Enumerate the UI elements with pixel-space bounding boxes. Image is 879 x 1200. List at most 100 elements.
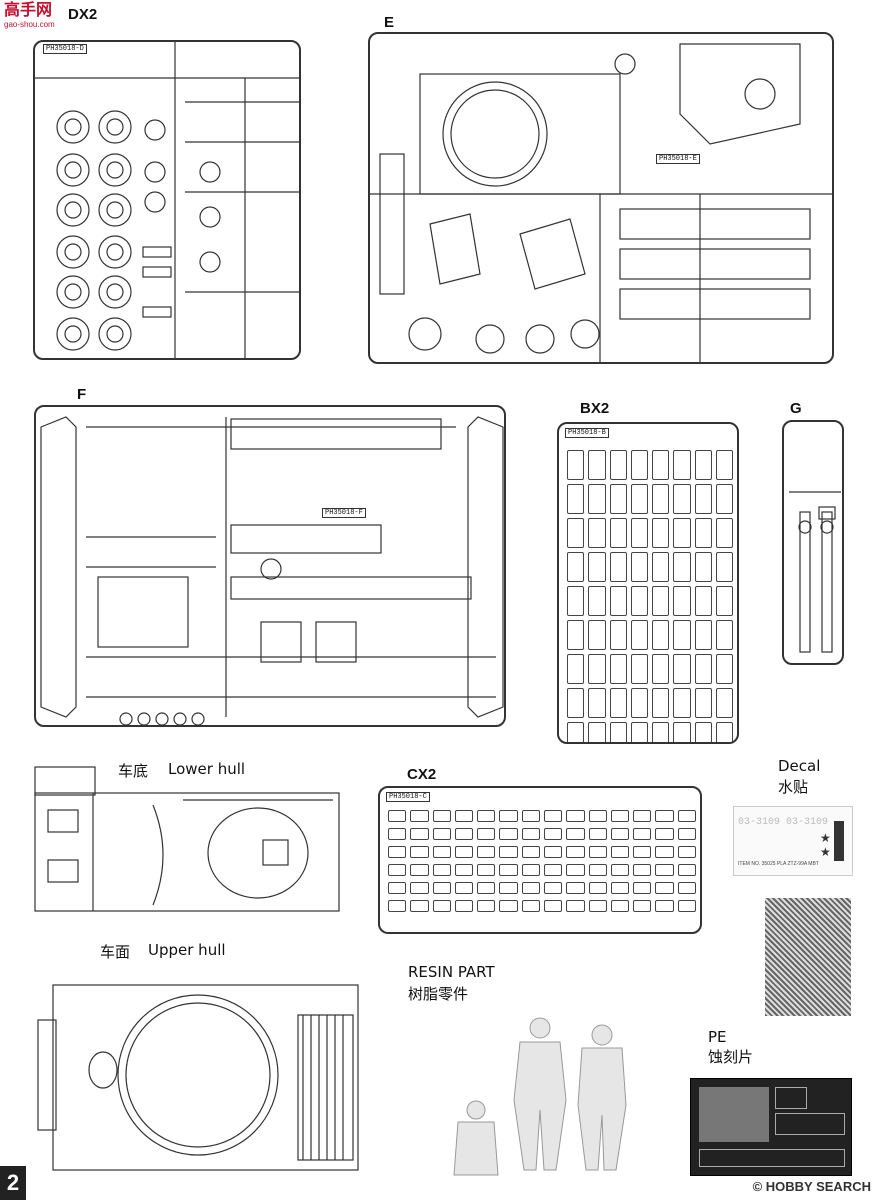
part xyxy=(388,900,407,912)
part xyxy=(477,900,496,912)
part xyxy=(633,810,652,822)
part xyxy=(388,846,407,858)
track-link xyxy=(630,654,648,684)
track-link xyxy=(673,722,691,742)
part xyxy=(410,846,429,858)
track-link xyxy=(588,518,606,548)
track-link xyxy=(588,450,606,480)
track-link xyxy=(673,552,691,582)
decal-en: Decal xyxy=(778,757,821,775)
logo-text: 高手网 xyxy=(4,2,53,19)
star-icon: ★ xyxy=(820,845,831,859)
track-link xyxy=(715,552,733,582)
track-link xyxy=(715,586,733,616)
sprue-e: PH35018-E xyxy=(368,32,834,364)
track-link xyxy=(652,654,670,684)
pe-fret xyxy=(690,1078,852,1176)
resin-figures xyxy=(453,1017,627,1176)
track-link xyxy=(630,586,648,616)
part xyxy=(410,810,429,822)
part xyxy=(655,882,674,894)
sprue-b-track-grid xyxy=(567,450,733,742)
track-link xyxy=(652,688,670,718)
part xyxy=(410,900,429,912)
sprue-g-label: G xyxy=(790,400,802,417)
track-link xyxy=(694,620,712,650)
part xyxy=(432,810,451,822)
track-link xyxy=(588,654,606,684)
part xyxy=(588,882,607,894)
part xyxy=(677,864,696,876)
part xyxy=(566,846,585,858)
part xyxy=(544,846,563,858)
part xyxy=(499,864,518,876)
part xyxy=(588,810,607,822)
track-link xyxy=(567,450,585,480)
part xyxy=(477,882,496,894)
sprue-c-label: CX2 xyxy=(407,766,437,783)
sprue-e-code: PH35018-E xyxy=(656,154,700,164)
track-link xyxy=(609,518,627,548)
star-icon: ★ xyxy=(820,831,831,845)
track-link xyxy=(652,552,670,582)
part xyxy=(432,864,451,876)
track-link xyxy=(609,654,627,684)
upper-hull-zh: 车面 xyxy=(100,943,131,961)
part xyxy=(588,828,607,840)
sprue-f: PH35018-F xyxy=(34,405,506,727)
part xyxy=(521,882,540,894)
track-link xyxy=(673,450,691,480)
pe-panel xyxy=(775,1087,807,1109)
track-link xyxy=(694,450,712,480)
track-link xyxy=(673,688,691,718)
part xyxy=(454,900,474,912)
track-link xyxy=(715,688,733,718)
sprue-b-code: PH35018-B xyxy=(565,428,609,438)
part xyxy=(432,828,451,840)
part xyxy=(544,900,563,912)
track-link xyxy=(694,484,712,514)
track-link xyxy=(715,484,733,514)
part xyxy=(566,882,585,894)
part xyxy=(633,846,652,858)
part xyxy=(410,864,429,876)
part xyxy=(655,828,674,840)
track-link xyxy=(715,620,733,650)
sprue-f-label: F xyxy=(77,386,87,403)
lower-hull-en: Lower hull xyxy=(168,760,246,778)
part xyxy=(544,882,563,894)
track-link xyxy=(567,620,585,650)
footer-watermark: © HOBBY SEARCH xyxy=(752,1179,871,1194)
sprue-d-code: PH35018-D xyxy=(43,44,87,54)
sprue-e-drawing xyxy=(370,43,832,362)
part xyxy=(521,900,540,912)
track-link xyxy=(715,450,733,480)
track-link xyxy=(694,518,712,548)
part xyxy=(432,882,451,894)
part xyxy=(677,846,696,858)
pe-panel xyxy=(775,1113,845,1135)
part xyxy=(610,882,630,894)
track-link xyxy=(567,518,585,548)
track-link xyxy=(694,586,712,616)
part xyxy=(499,882,518,894)
upper-hull-en: Upper hull xyxy=(148,941,226,959)
part xyxy=(566,900,585,912)
part xyxy=(477,864,496,876)
track-link xyxy=(652,484,670,514)
part xyxy=(454,864,474,876)
track-link xyxy=(673,586,691,616)
track-link xyxy=(630,484,648,514)
track-link xyxy=(715,654,733,684)
track-link xyxy=(673,654,691,684)
part xyxy=(655,864,674,876)
track-link xyxy=(715,518,733,548)
part xyxy=(677,900,696,912)
part xyxy=(432,846,451,858)
pe-en: PE xyxy=(708,1028,727,1046)
pe-panel xyxy=(699,1149,845,1167)
part xyxy=(677,810,696,822)
track-link xyxy=(630,688,648,718)
part xyxy=(677,828,696,840)
part xyxy=(499,846,518,858)
